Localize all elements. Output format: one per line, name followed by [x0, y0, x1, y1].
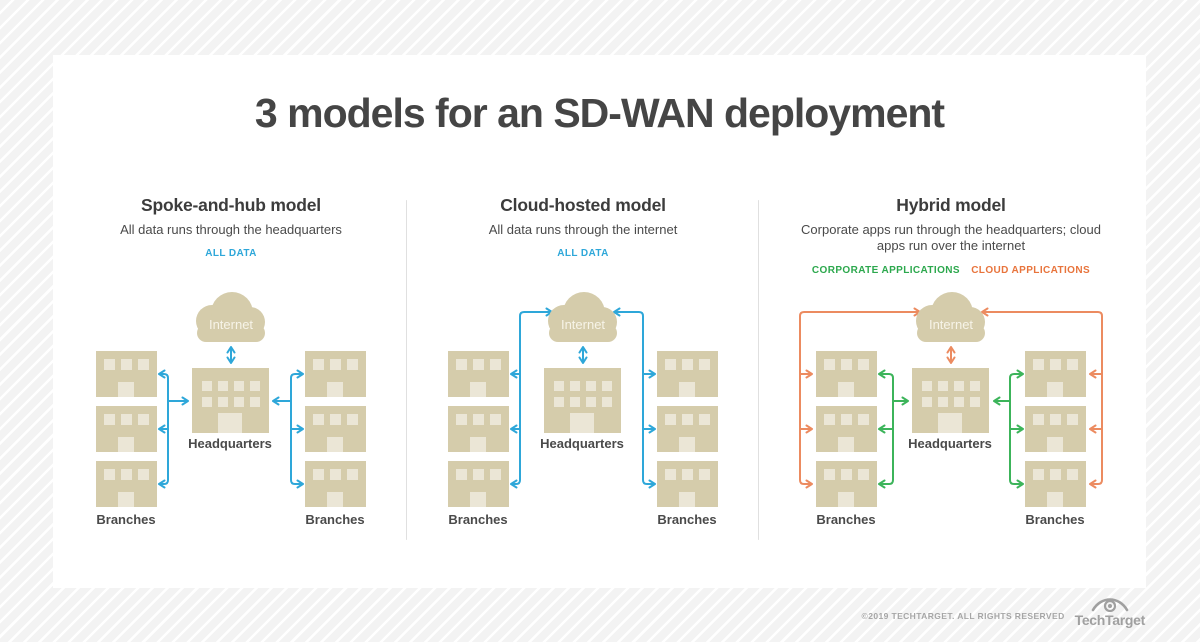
diagram-cloud-hosted: Internet Headquarters Branches Branches	[448, 292, 718, 527]
branch-building	[816, 461, 877, 507]
internet-cloud: Internet	[548, 292, 617, 342]
branch-building	[96, 351, 157, 397]
model-title: Hybrid model	[896, 195, 1006, 215]
techtarget-eye-icon	[1091, 598, 1129, 612]
copyright-text: ©2019 TECHTARGET. ALL RIGHTS RESERVED	[861, 611, 1065, 621]
branches-label-right: Branches	[1025, 512, 1084, 527]
model-title: Spoke-and-hub model	[141, 195, 321, 215]
headquarters-label: Headquarters	[540, 436, 624, 451]
brand-name: TechTarget	[1074, 612, 1146, 628]
branches-label-right: Branches	[657, 512, 716, 527]
column-divider	[758, 200, 759, 540]
internet-cloud: Internet	[916, 292, 985, 342]
footer: ©2019 TECHTARGET. ALL RIGHTS RESERVED Te…	[862, 594, 1145, 627]
headquarters-building	[912, 368, 989, 433]
branches-label-right: Branches	[305, 512, 364, 527]
model-header-cloud-hosted: Cloud-hosted model All data runs through…	[438, 195, 728, 259]
techtarget-logo: TechTarget	[1075, 594, 1145, 627]
internet-cloud: Internet	[196, 292, 265, 342]
branch-building	[448, 461, 509, 507]
branch-building	[1025, 351, 1086, 397]
internet-label: Internet	[929, 317, 973, 332]
headquarters-label: Headquarters	[908, 436, 992, 451]
tag-corporate-applications: CORPORATE APPLICATIONS	[811, 264, 960, 276]
model-tags: ALL DATA	[86, 248, 376, 259]
internet-label: Internet	[561, 317, 605, 332]
branch-building	[305, 406, 366, 452]
branch-building	[816, 406, 877, 452]
branch-building	[448, 406, 509, 452]
branch-building	[657, 406, 718, 452]
tag-all-data: ALL DATA	[557, 248, 609, 260]
branch-building	[305, 351, 366, 397]
model-subtitle: Corporate apps run through the headquart…	[801, 222, 1101, 254]
headquarters-label: Headquarters	[188, 436, 272, 451]
page-title: 3 models for an SD-WAN deployment	[254, 90, 945, 136]
branch-building	[1025, 461, 1086, 507]
branches-label-left: Branches	[96, 512, 155, 527]
branch-building	[448, 351, 509, 397]
model-tags: ALL DATA	[438, 248, 728, 259]
diagram-hybrid: Internet Headquarters Branches Branches	[799, 292, 1103, 527]
data-flow-arrows-blue	[158, 346, 304, 489]
corporate-app-arrows-green	[878, 369, 1024, 489]
tag-all-data: ALL DATA	[205, 248, 257, 260]
model-title: Cloud-hosted model	[500, 195, 666, 215]
branch-building	[657, 461, 718, 507]
branch-building	[96, 406, 157, 452]
column-divider	[406, 200, 407, 540]
branches-label-left: Branches	[448, 512, 507, 527]
cloud-app-arrows-orange	[799, 307, 1103, 489]
model-subtitle: All data runs through the headquarters	[120, 222, 342, 237]
headquarters-building	[192, 368, 269, 433]
branch-building	[657, 351, 718, 397]
branches-label-left: Branches	[816, 512, 875, 527]
diagram-spoke-and-hub: Internet	[96, 292, 366, 527]
internet-label: Internet	[209, 317, 253, 332]
branch-building	[305, 461, 366, 507]
headquarters-building	[544, 368, 621, 433]
branch-building	[1025, 406, 1086, 452]
data-flow-arrows-blue	[510, 307, 656, 489]
model-tags: CORPORATE APPLICATIONS CLOUD APPLICATION…	[778, 265, 1124, 276]
model-subtitle: All data runs through the internet	[488, 222, 678, 237]
model-header-spoke-and-hub: Spoke-and-hub model All data runs throug…	[86, 195, 376, 259]
infographic-card: 3 models for an SD-WAN deployment Spoke-…	[53, 55, 1146, 588]
branch-building	[816, 351, 877, 397]
model-header-hybrid: Hybrid model Corporate apps run through …	[778, 195, 1124, 276]
branch-building	[96, 461, 157, 507]
tag-cloud-applications: CLOUD APPLICATIONS	[971, 264, 1091, 276]
